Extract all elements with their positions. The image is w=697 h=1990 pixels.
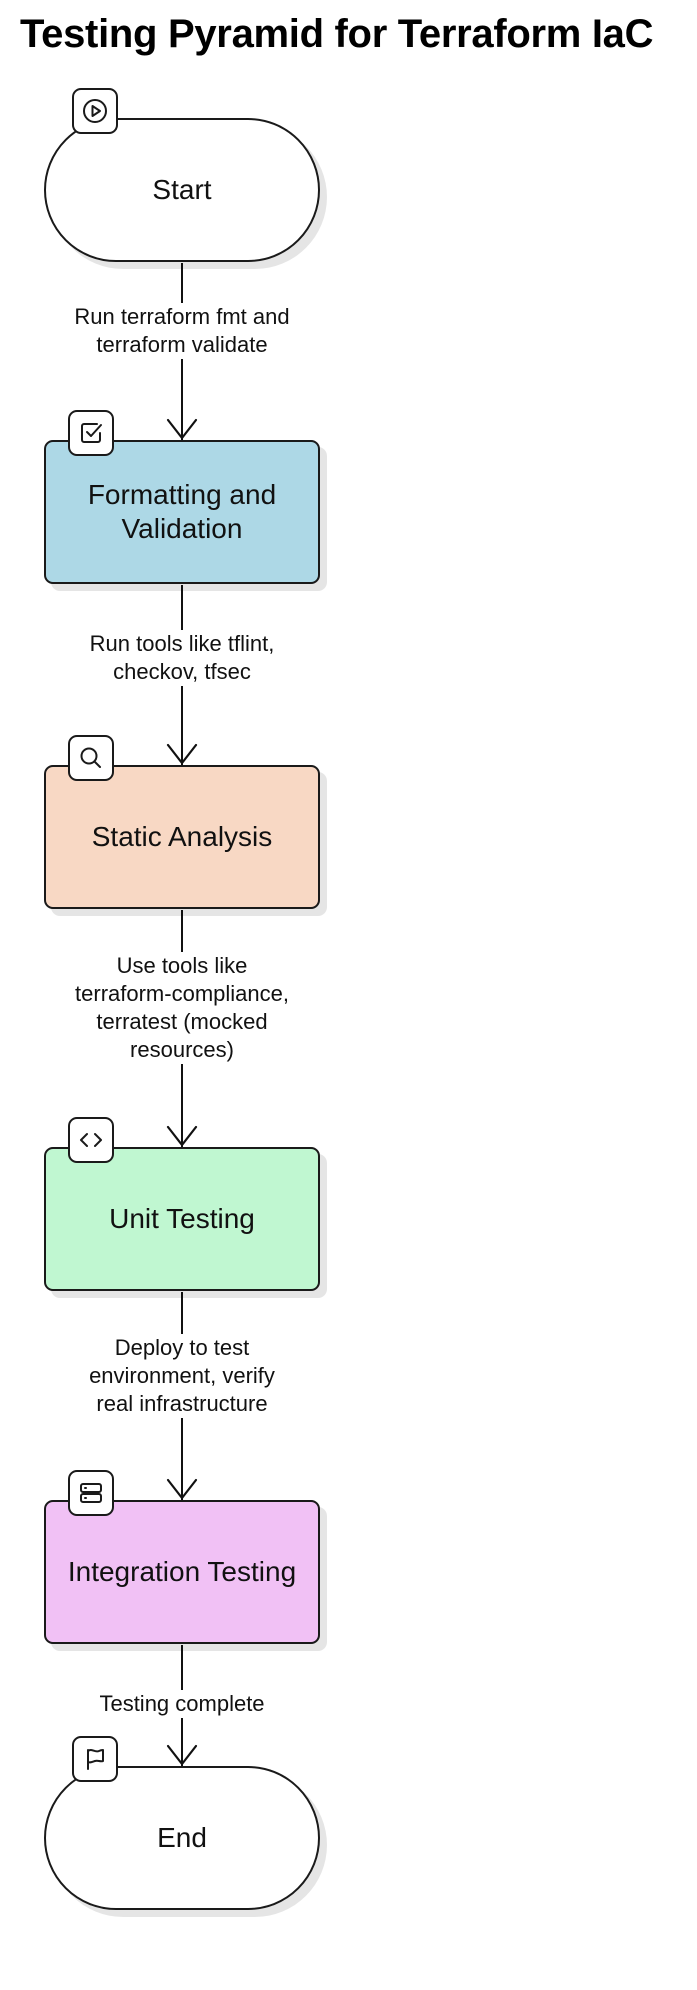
play-circle-icon [72, 88, 118, 134]
static-analysis-node: Static Analysis [44, 765, 320, 909]
formatting-validation-node: Formatting and Validation [44, 440, 320, 584]
static-analysis-label: Static Analysis [91, 821, 273, 852]
unit-testing-label: Unit Testing [109, 1203, 255, 1234]
arrowhead-icon [166, 1478, 198, 1500]
diagram-title: Testing Pyramid for Terraform IaC [20, 12, 654, 56]
formatting-validation-label: Formatting and Validation [87, 479, 277, 544]
arrowhead-icon [166, 1125, 198, 1147]
edge-label-testing-complete: Testing complete [62, 1690, 302, 1718]
start-node-label: Start [152, 174, 212, 205]
search-icon [68, 735, 114, 781]
arrowhead-icon [166, 418, 198, 440]
edge-label-run-fmt-validate: Run terraform fmt and terraform validate [72, 303, 292, 359]
end-node: End [44, 1766, 320, 1910]
integration-testing-node: Integration Testing [44, 1500, 320, 1644]
checkbox-icon [68, 410, 114, 456]
edge-label-run-tflint-checkov: Run tools like tflint, checkov, tfsec [82, 630, 282, 686]
integration-testing-label: Integration Testing [67, 1556, 297, 1587]
start-node: Start [44, 118, 320, 262]
end-node-label: End [157, 1822, 207, 1853]
flag-icon [72, 1736, 118, 1782]
edge-label-terraform-compliance: Use tools like terraform-compliance, ter… [72, 952, 292, 1064]
server-icon [68, 1470, 114, 1516]
unit-testing-node: Unit Testing [44, 1147, 320, 1291]
code-icon [68, 1117, 114, 1163]
edge-label-deploy-test-env: Deploy to test environment, verify real … [82, 1334, 282, 1418]
arrowhead-icon [166, 743, 198, 765]
arrowhead-icon [166, 1744, 198, 1766]
